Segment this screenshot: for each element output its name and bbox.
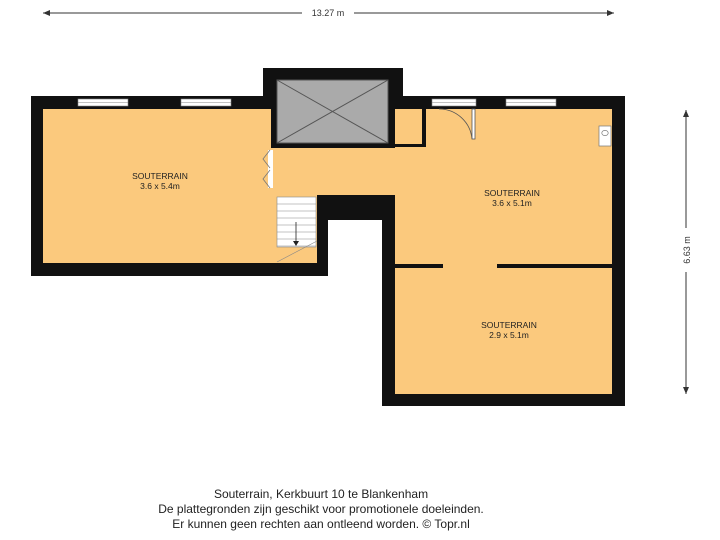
hall-doors [262,149,273,189]
caption-disclaimer-2: Er kunnen geen rechten aan ontleend word… [172,517,470,531]
entry-door [438,108,476,140]
room-left-name: SOUTERRAIN [132,171,188,181]
void-shaft [276,79,389,144]
room-right-bottom-floor [395,266,612,394]
room-right-top-size: 3.6 x 5.1m [492,198,532,208]
room-right-bottom-size: 2.9 x 5.1m [489,330,529,340]
hall-floor [271,148,395,195]
room-left-size: 3.6 x 5.4m [140,181,180,191]
room-right-top-name: SOUTERRAIN [484,188,540,198]
caption-title: Souterrain, Kerkbuurt 10 te Blankenham [213,487,429,501]
room-right-bottom-name: SOUTERRAIN [481,320,537,330]
room-left-label: SOUTERRAIN 3.6 x 5.4m [132,171,188,191]
toilet-icon [598,125,612,147]
entry-floor [395,109,425,148]
stairs [276,196,318,263]
room-right-top-label: SOUTERRAIN 3.6 x 5.1m [484,188,540,208]
height-dimension-label: 6.63 m [682,236,692,264]
room-right-bottom-label: SOUTERRAIN 2.9 x 5.1m [481,320,537,340]
windows [77,98,557,107]
room-right-top-floor [395,109,612,266]
width-dimension: 13.27 m [43,8,614,18]
caption-disclaimer-1: De plattegronden zijn geschikt voor prom… [158,502,484,516]
interior-walls [271,109,612,276]
width-dimension-label: 13.27 m [312,8,345,18]
height-dimension: 6.63 m [682,110,692,394]
room-left-floor [43,109,271,263]
